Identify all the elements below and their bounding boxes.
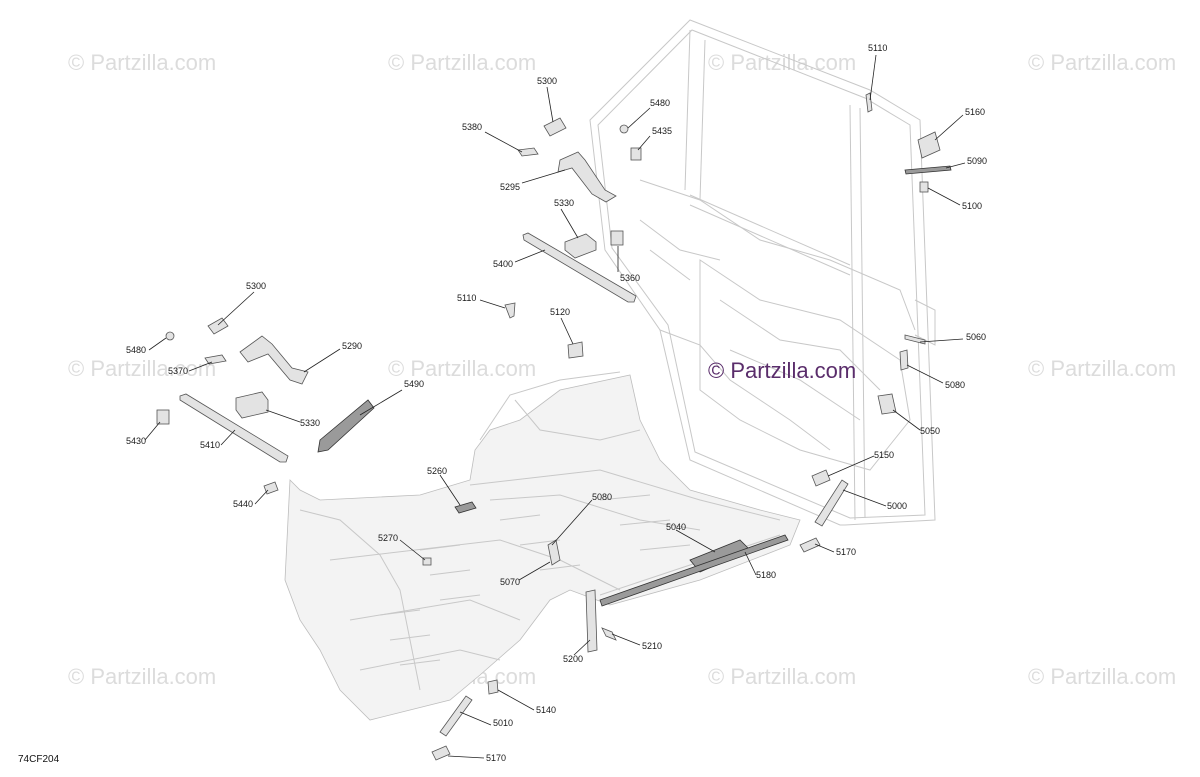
callout-5330[interactable]: 5330	[554, 198, 574, 208]
callout-5490[interactable]: 5490	[404, 379, 424, 389]
part-5480-bumper-b[interactable]	[165, 331, 175, 341]
callout-5000[interactable]: 5000	[887, 501, 907, 511]
part-5110-bracket-b[interactable]	[504, 302, 516, 319]
callout-5140[interactable]: 5140	[536, 705, 556, 715]
watermark: © Partzilla.com	[708, 664, 856, 689]
part-5080-seal[interactable]	[899, 349, 909, 371]
part-5435-pad[interactable]	[630, 147, 642, 161]
part-5300-pad-b[interactable]	[207, 317, 229, 335]
part-5100-clip[interactable]	[919, 181, 929, 193]
part-5170-clip[interactable]	[799, 537, 821, 553]
part-5120-cap[interactable]	[567, 341, 584, 359]
callout-5110-b[interactable]: 5110	[457, 293, 476, 303]
callout-5040[interactable]: 5040	[666, 522, 686, 532]
callout-5170[interactable]: 5170	[836, 547, 856, 557]
callout-5440[interactable]: 5440	[233, 499, 253, 509]
callout-5060[interactable]: 5060	[966, 332, 986, 342]
part-5260-pad[interactable]	[454, 501, 477, 514]
part-5380-clip[interactable]	[517, 147, 539, 157]
part-5160-plate[interactable]	[917, 131, 941, 159]
watermark: © Partzilla.com	[388, 356, 536, 381]
callout-5210[interactable]: 5210	[642, 641, 662, 651]
part-5170-clip-b[interactable]	[431, 745, 451, 761]
callout-5400[interactable]: 5400	[493, 259, 513, 269]
watermark-center: © Partzilla.com	[708, 358, 856, 383]
callout-5290[interactable]: 5290	[342, 341, 362, 351]
callout-5260[interactable]: 5260	[427, 466, 447, 476]
callout-5090[interactable]: 5090	[967, 156, 987, 166]
part-5070-bracket[interactable]	[547, 539, 561, 566]
callout-5170-b[interactable]: 5170	[486, 753, 506, 763]
part-5150-clip[interactable]	[811, 469, 831, 487]
callout-5050[interactable]: 5050	[920, 426, 940, 436]
part-5370-clip[interactable]	[204, 354, 227, 365]
part-5060-hose[interactable]	[904, 334, 926, 345]
part-5300-pad[interactable]	[543, 117, 567, 137]
door-frame-drawing	[589, 19, 936, 526]
part-5210-clip[interactable]	[601, 627, 617, 641]
callout-5380[interactable]: 5380	[462, 122, 482, 132]
part-5330-block[interactable]	[564, 233, 597, 259]
part-5360-pad[interactable]	[610, 230, 624, 246]
part-5140-pad[interactable]	[487, 679, 499, 695]
callout-5410[interactable]: 5410	[200, 440, 220, 450]
callout-5070[interactable]: 5070	[500, 577, 520, 587]
callout-5270[interactable]: 5270	[378, 533, 398, 543]
watermark: © Partzilla.com	[388, 50, 536, 75]
part-5330-block-b[interactable]	[235, 391, 269, 419]
part-5270-plug[interactable]	[422, 557, 432, 566]
callout-5150[interactable]: 5150	[874, 450, 894, 460]
callout-5180[interactable]: 5180	[756, 570, 776, 580]
callout-5330-b[interactable]: 5330	[300, 418, 320, 428]
callout-5010[interactable]: 5010	[493, 718, 513, 728]
watermark: © Partzilla.com	[708, 50, 856, 75]
part-5180-strip[interactable]	[599, 534, 789, 607]
leader-lines	[144, 54, 966, 759]
callout-5300[interactable]: 5300	[537, 76, 557, 86]
part-5200-trim[interactable]	[585, 589, 598, 653]
parts	[156, 92, 952, 761]
part-5110-bracket[interactable]	[865, 92, 873, 113]
callout-5160[interactable]: 5160	[965, 107, 985, 117]
part-5000-trim[interactable]	[814, 479, 849, 527]
part-5490-trim[interactable]	[317, 399, 375, 453]
part-5410-rod[interactable]	[179, 393, 289, 463]
callout-5120[interactable]: 5120	[550, 307, 570, 317]
part-5480-bumper[interactable]	[619, 124, 629, 134]
callout-5080[interactable]: 5080	[945, 380, 965, 390]
callout-5300-b[interactable]: 5300	[246, 281, 266, 291]
watermark: © Partzilla.com	[1028, 50, 1176, 75]
callout-5110[interactable]: 5110	[868, 43, 887, 53]
callout-5360[interactable]: 5360	[620, 273, 640, 283]
watermark: © Partzilla.com	[68, 356, 216, 381]
part-5400-rod[interactable]	[522, 232, 637, 303]
callout-5480-b[interactable]: 5480	[126, 345, 146, 355]
part-5295-bracket[interactable]	[557, 151, 617, 203]
callout-5430[interactable]: 5430	[126, 436, 146, 446]
callout-labels: 5110 5160 5090 5100 5300 5480 5435 5380 …	[126, 43, 987, 763]
watermark: © Partzilla.com	[1028, 356, 1176, 381]
watermark: © Partzilla.com	[68, 50, 216, 75]
part-5050-bushing[interactable]	[877, 393, 897, 415]
floor-pan-drawing	[284, 371, 801, 721]
diagram-code: 74CF204	[18, 754, 60, 765]
callout-5080-b[interactable]: 5080	[592, 492, 612, 502]
part-5430-pad[interactable]	[156, 409, 170, 425]
callout-5370[interactable]: 5370	[168, 366, 188, 376]
part-5090-strip[interactable]	[904, 165, 952, 175]
watermark: © Partzilla.com	[68, 664, 216, 689]
callout-5200[interactable]: 5200	[563, 654, 583, 664]
callout-5480[interactable]: 5480	[650, 98, 670, 108]
callout-5435[interactable]: 5435	[652, 126, 672, 136]
callout-5100[interactable]: 5100	[962, 201, 982, 211]
callout-5295[interactable]: 5295	[500, 182, 520, 192]
part-5290-bracket[interactable]	[239, 335, 309, 385]
watermark: © Partzilla.com	[1028, 664, 1176, 689]
part-5010-trim[interactable]	[439, 695, 473, 737]
